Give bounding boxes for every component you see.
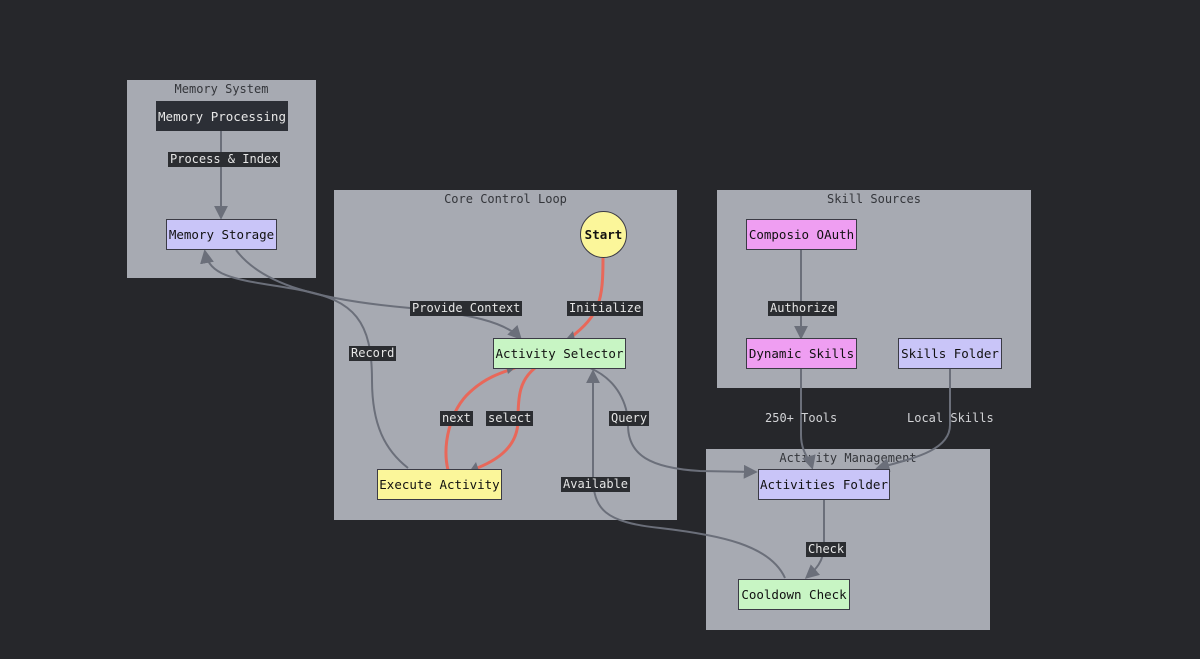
cluster-title-skill-sources: Skill Sources: [827, 192, 921, 206]
edge-next: [444, 366, 516, 471]
edge-label-available: Available: [561, 477, 631, 492]
edge-label-query: Query: [609, 411, 650, 426]
edge-label-250-tools: 250+ Tools: [765, 411, 838, 425]
node-start[interactable]: Start: [580, 211, 627, 258]
edge-label-authorize: Authorize: [768, 301, 838, 316]
edge-label-select: select: [486, 411, 534, 426]
cluster-title-memory-system: Memory System: [174, 82, 269, 96]
arrowhead-initialize: [567, 331, 575, 340]
edge-label-check: Check: [806, 542, 847, 557]
node-composio-oauth[interactable]: Composio OAuth: [746, 219, 857, 250]
node-activity-selector[interactable]: Activity Selector: [493, 338, 626, 369]
node-skills-folder[interactable]: Skills Folder: [898, 338, 1002, 369]
node-execute-activity[interactable]: Execute Activity: [377, 469, 502, 500]
edge-250-tools: [800, 368, 816, 470]
node-cooldown-check[interactable]: Cooldown Check: [738, 579, 850, 610]
edge-query: [589, 367, 758, 479]
edge-local-skills: [875, 368, 951, 472]
edge-available: [586, 369, 786, 579]
edge-check: [804, 500, 825, 579]
edge-initialize: [569, 257, 605, 340]
edge-provide-context: [235, 249, 522, 341]
node-memory-processing[interactable]: Memory Processing: [156, 101, 288, 131]
edge-label-process-index: Process & Index: [168, 152, 281, 167]
node-activities-folder[interactable]: Activities Folder: [758, 469, 890, 500]
node-memory-storage[interactable]: Memory Storage: [166, 219, 277, 250]
edge-label-record: Record: [349, 346, 397, 361]
edge-label-next: next: [440, 411, 473, 426]
node-dynamic-skills[interactable]: Dynamic Skills: [746, 338, 857, 369]
edge-label-provide-context: Provide Context: [410, 301, 523, 316]
edge-label-local-skills: Local Skills: [907, 411, 994, 425]
edge-record: [200, 249, 409, 469]
edge-label-initialize: Initialize: [567, 301, 644, 316]
cluster-title-core-control-loop: Core Control Loop: [444, 192, 567, 206]
